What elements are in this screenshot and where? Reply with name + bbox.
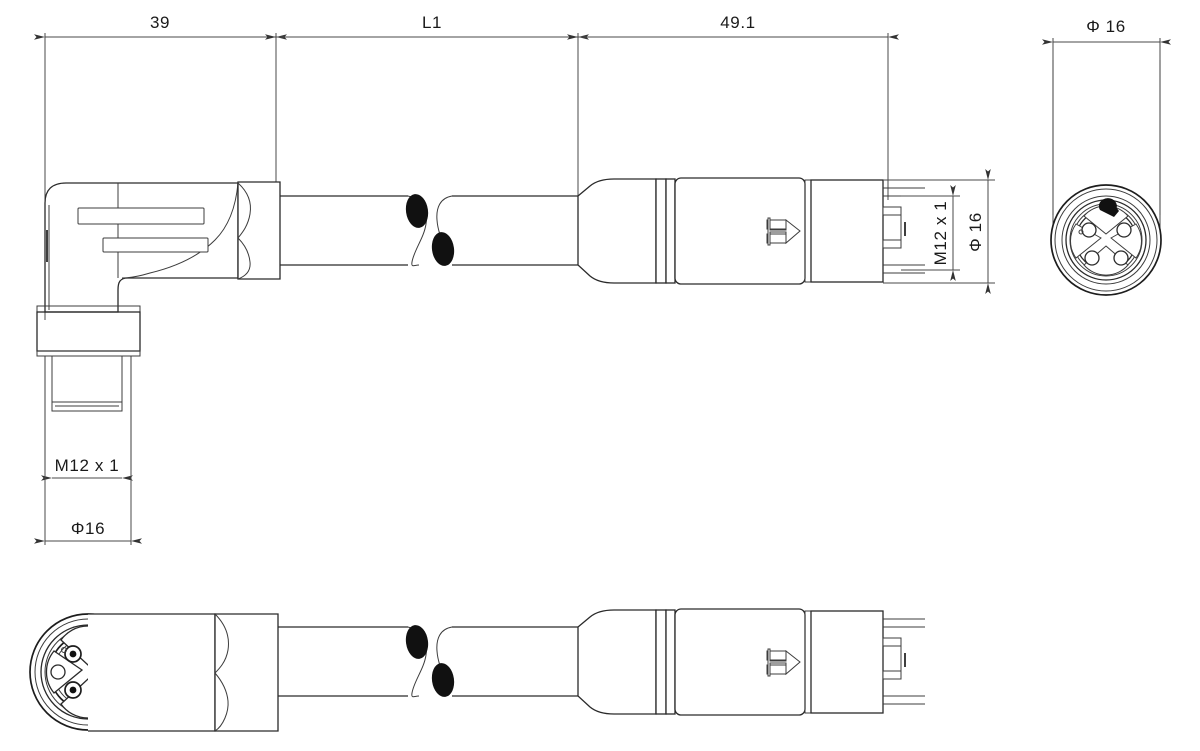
socket-hole-2 [1116,222,1132,238]
face-ring-3 [1061,195,1151,285]
insert-segment-right [1110,223,1142,259]
lower-nut-shoulder-left [804,610,812,714]
collar-rib-1 [655,178,667,284]
lower-arrow-head [767,648,801,677]
break-lens-upper [405,194,429,228]
insert-mark-dot [1078,229,1084,235]
lower-cable-break-symbol [405,625,455,698]
strain-relief-curve-lower [237,237,251,280]
socket-hole-3 [1084,250,1100,266]
break-lens-lower [431,232,455,266]
socket-hole-4 [1113,250,1129,266]
face-insert-segments [1070,205,1142,276]
lower-left-body [88,613,216,732]
lower-strain-relief-taper [577,609,657,715]
lower-collar-rib-2 [665,609,676,715]
dimension-l1: L1 [265,13,589,40]
lower-insert-dot [61,647,67,653]
cable-main [280,194,578,267]
face-outer-ring [1050,184,1162,296]
cable-break-symbol [405,194,455,267]
right-angle-connector [36,181,281,470]
grip-slot-lower [102,237,209,253]
lower-straight-connector [577,608,925,716]
lower-keying-arrow-symbol [766,648,801,677]
top-dimension-chain: 39 L1 49.1 [34,13,899,320]
lower-left-strain-relief [214,613,279,732]
dimension-label-phi16-endview: Φ 16 [1086,17,1126,36]
insert-segment-left [1070,223,1102,259]
lower-coupling-nut-knurl [810,610,884,714]
lower-break-lens-lower [431,663,455,697]
dimension-39: 39 [34,13,287,40]
lower-keyway-circle [50,664,66,680]
face-ring-2 [1054,188,1158,292]
keyway-notch [1098,198,1119,217]
arrow-head [767,217,801,246]
strain-relief-curve-upper [237,182,251,239]
lower-cable [278,625,578,698]
grip-slot-upper [77,207,205,225]
dimension-label-phi16-right: Φ 16 [966,212,985,252]
spigot-detail-lower [882,239,902,249]
lower-break-lens-upper [405,625,429,659]
dimension-label-39: 39 [150,13,170,32]
lower-pin-3 [69,686,77,694]
dimension-label-phi16-left: Φ16 [71,519,105,538]
left-connector-dimensions: M12 x 1 Φ16 [34,456,142,545]
connector-face-end-view [1050,60,1162,296]
strain-relief-body [237,181,281,280]
coupling-nut-knurl-right [810,179,884,283]
coupling-nut-shoulder-bottom [36,350,141,357]
strain-relief-taper [577,178,657,284]
collar-rib-2 [665,178,676,284]
dimension-label-m12x1-left: M12 x 1 [55,456,120,475]
lower-spigot-detail-lower [882,670,902,680]
keying-arrow-symbol [766,217,801,246]
right-connector-dimensions: M12 x 1 Φ 16 [883,169,995,294]
lower-collar-rib-1 [655,609,667,715]
lower-left-sr-curve-lower [214,672,229,732]
coupling-nut-knurl [36,311,141,352]
dimension-49-1: 49.1 [567,13,899,40]
dimension-label-l1: L1 [422,13,442,32]
lower-spigot-detail-upper [882,637,902,647]
dimension-label-m12x1-right: M12 x 1 [931,201,950,266]
straight-connector-main [577,177,925,285]
elbow-inner-profile [121,182,239,279]
nut-shoulder-left [804,179,812,283]
lower-assembly-view [29,608,925,732]
dimension-label-49-1: 49.1 [720,13,756,32]
socket-hole-1 [1081,222,1097,238]
spigot-detail-upper [882,206,902,216]
insert-segment-bottom [1083,245,1129,276]
lower-pin-1 [69,650,77,658]
lower-left-sr-curve-upper [214,613,229,674]
